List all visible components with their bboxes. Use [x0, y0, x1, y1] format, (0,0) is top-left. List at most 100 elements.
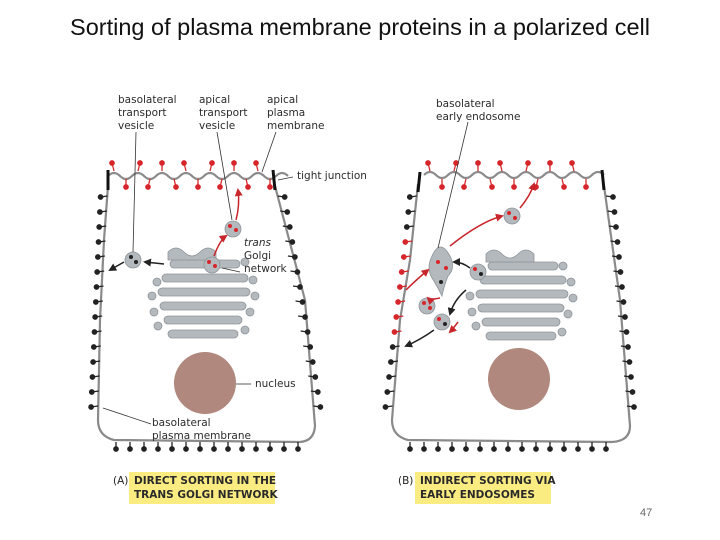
membrane-protein-head [491, 446, 497, 452]
baso-vesicle-b [433, 313, 451, 331]
label-apical-plasma-membrane: apical plasma membrane [267, 94, 324, 132]
arrow-endosome-to-apical-b [449, 213, 504, 247]
membrane-protein-head [211, 446, 217, 452]
apical-protein-head [145, 184, 151, 190]
basolateral-early-endosome-b [428, 246, 453, 298]
membrane-protein-head [626, 359, 633, 365]
membrane-protein-head [281, 194, 288, 200]
membrane-protein-head [575, 446, 581, 452]
membrane-protein-head [393, 314, 400, 320]
membrane-protein-head [94, 269, 101, 275]
membrane-protein-head [183, 446, 189, 452]
membrane-protein-head [435, 446, 441, 452]
label-basolateral-early-endosome: basolateral early endosome [436, 98, 520, 123]
membrane-protein-head [389, 344, 396, 350]
apical-protein-head [245, 184, 251, 190]
membrane-protein-head [95, 254, 101, 260]
membrane-protein-head [294, 269, 301, 275]
apical-transport-vesicle-a [224, 220, 242, 238]
membrane-protein-head [589, 446, 595, 452]
membrane-protein-head [623, 329, 630, 335]
membrane-protein-head [295, 446, 301, 452]
membrane-protein-head [397, 284, 403, 290]
membrane-protein-head [225, 446, 231, 452]
apical-protein-head [253, 160, 259, 166]
membrane-protein-head [91, 329, 98, 335]
apical-protein-head [123, 184, 129, 190]
arrow-tgn-to-apical-vesicle-a [213, 234, 228, 257]
caption-a-highlight [129, 472, 275, 504]
caption-b-letter: (B) [398, 475, 413, 487]
apical-protein-head [475, 160, 481, 166]
caption-a-text: DIRECT SORTING IN THE TRANS GOLGI NETWOR… [134, 475, 280, 501]
nucleus-a [174, 352, 236, 414]
membrane-protein-head [88, 404, 94, 410]
membrane-protein-head [388, 359, 394, 365]
apical-protein-head [159, 160, 165, 166]
membrane-protein-head [92, 314, 99, 320]
apical-protein-head [533, 184, 539, 190]
arrow-baso-to-membrane-b [404, 329, 435, 348]
label-trans-golgi-network: trans Golgi network [244, 237, 288, 275]
membrane-protein-head [614, 239, 621, 245]
membrane-protein-head [302, 314, 308, 320]
cell-membrane-b [390, 183, 632, 444]
membrane-protein-head [402, 239, 409, 245]
membrane-protein-head [631, 404, 637, 410]
membrane-protein-head [307, 344, 314, 350]
membrane-protein-head [90, 344, 97, 350]
apical-protein-head [497, 160, 503, 166]
tgn-red-vesicle-a [203, 256, 221, 274]
membrane-protein-head [93, 284, 100, 290]
arrow-baso-vesicle-to-membrane-a [108, 261, 125, 271]
membrane-protein-head [89, 374, 96, 380]
panel-b: basolateral early endosome (B) INDIRECT … [382, 98, 637, 504]
membrane-protein-head [267, 446, 273, 452]
membrane-protein-head [407, 446, 413, 452]
nucleus-b [488, 348, 550, 410]
membrane-protein-head [382, 404, 389, 410]
apical-protein-head [569, 160, 575, 166]
membrane-protein-head [405, 209, 412, 215]
membrane-protein-head [317, 404, 324, 410]
membrane-protein-head [505, 446, 511, 452]
tight-junction-left-b [416, 171, 422, 193]
tight-junction-right-a [271, 169, 277, 191]
apical-protein-head [547, 160, 553, 166]
caption-b-highlight [415, 472, 551, 504]
membrane-protein-head [97, 209, 103, 215]
membrane-protein-head [286, 224, 293, 230]
label-basolateral-transport-vesicle: basolateral transport vesicle [118, 94, 180, 132]
membrane-protein-head [239, 446, 245, 452]
membrane-protein-head [155, 446, 161, 452]
membrane-protein-head [449, 446, 455, 452]
label-nucleus: nucleus [255, 378, 296, 390]
membrane-protein-head [619, 284, 625, 290]
golgi-stack-b [465, 249, 578, 341]
membrane-protein-head [312, 374, 319, 380]
apical-membrane-b [423, 170, 605, 180]
membrane-protein-head [620, 299, 627, 305]
membrane-protein-head [127, 446, 133, 452]
membrane-protein-head [611, 209, 618, 215]
apical-protein-head [461, 184, 467, 190]
label-tight-junction: tight junction [297, 170, 367, 182]
arrow-endosome-down-b [426, 296, 441, 306]
apical-protein-head [561, 184, 567, 190]
membrane-protein-head [547, 446, 553, 452]
caption-b-text: INDIRECT SORTING VIA EARLY ENDOSOMES [420, 475, 559, 501]
apical-protein-head [425, 160, 431, 166]
cell-membrane-a [96, 185, 317, 444]
membrane-protein-head [391, 329, 398, 335]
arrow-vesicle-to-apical-membrane-b [519, 182, 536, 209]
arrow-tgn-to-endosome-b [452, 258, 471, 269]
basolateral-transport-vesicle-a [124, 251, 142, 269]
membrane-protein-head [613, 224, 619, 230]
apical-protein-head [217, 184, 223, 190]
membrane-protein-head [289, 239, 296, 245]
membrane-protein-head [519, 446, 525, 452]
apical-protein-head [109, 160, 115, 166]
membrane-protein-head [421, 446, 427, 452]
arrow-golgi-to-baso-b [447, 289, 467, 316]
